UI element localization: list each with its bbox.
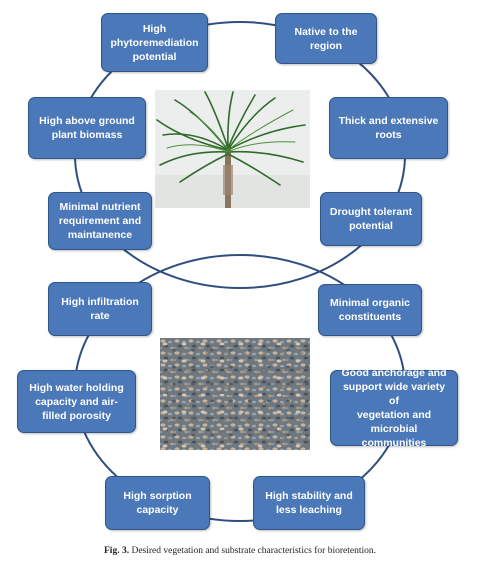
trait-good-anchorage-support: Good anchorage and support wide variety … [330,367,458,449]
trait-high-sorption-capacity: High sorption capacity [105,476,210,530]
trait-water-holding-capacity: High water holding capacity and air- fil… [17,370,136,433]
trait-drought-tolerant-potential: Drought tolerant potential [320,192,422,246]
gravel-image [160,338,310,450]
figure-caption-text: Desired vegetation and substrate charact… [131,546,376,556]
trait-minimal-nutrient-requirement: Minimal nutrient requirement and maintan… [48,192,152,250]
trait-thick-extensive-roots: Thick and extensive roots [329,97,448,159]
figure-number: Fig. 3. [104,546,130,556]
trait-native-to-region: Native to the region [275,13,377,64]
gravel-substrate-photo [160,338,310,450]
trait-high-above-ground-biomass: High above ground plant biomass [28,97,146,159]
trait-high-infiltration-rate: High infiltration rate [48,282,152,336]
trait-high-phytoremediation-potential: High phytoremediation potential [101,13,208,72]
figure-caption: Fig. 3. Desired vegetation and substrate… [0,546,480,556]
trait-minimal-organic-constituents: Minimal organic constituents [318,284,422,336]
dracaena-plant-image [155,90,310,208]
trait-high-stability-less-leaching: High stability and less leaching [253,476,365,530]
plant-photo [155,90,310,208]
